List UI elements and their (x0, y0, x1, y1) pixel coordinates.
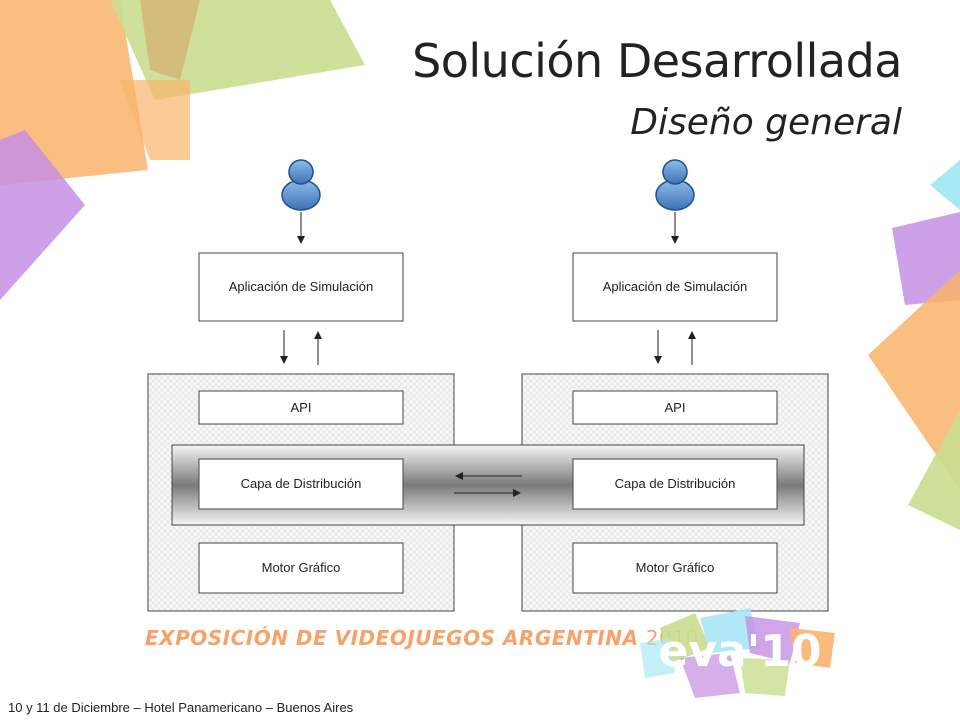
logo-text: eva'10 (659, 626, 822, 677)
engine-label-right: Motor Gráfico (636, 560, 715, 575)
app-label-left: Aplicación de Simulación (229, 279, 374, 294)
user-icon-right (655, 159, 695, 211)
distribution-box-right (572, 458, 778, 510)
slide-title: Solución Desarrollada (412, 34, 902, 88)
distribution-label-right: Capa de Distribución (615, 476, 736, 491)
api-box-left (198, 390, 404, 425)
app-box-left (198, 252, 404, 322)
distribution-box-left (198, 458, 404, 510)
api-box-right (572, 390, 778, 425)
exhibition-text: EXPOSICIÓN DE VIDEOJUEGOS ARGENTINA (145, 626, 639, 650)
api-label-right: API (665, 400, 686, 415)
app-box-right (572, 252, 778, 322)
engine-box-left (198, 542, 404, 594)
distribution-label-left: Capa de Distribución (241, 476, 362, 491)
app-label-right: Aplicación de Simulación (603, 279, 748, 294)
engine-label-left: Motor Gráfico (262, 560, 341, 575)
eva-logo: eva'10 (640, 608, 835, 698)
user-icon-left (281, 159, 321, 211)
engine-box-right (572, 542, 778, 594)
api-label-left: API (291, 400, 312, 415)
exhibition-banner: EXPOSICIÓN DE VIDEOJUEGOS ARGENTINA 2010 (145, 626, 699, 650)
decor-top-left (0, 0, 365, 300)
slide-subtitle: Diseño general (630, 102, 902, 143)
decor-right (868, 160, 960, 530)
footer-text: 10 y 11 de Diciembre – Hotel Panamerican… (8, 700, 354, 715)
